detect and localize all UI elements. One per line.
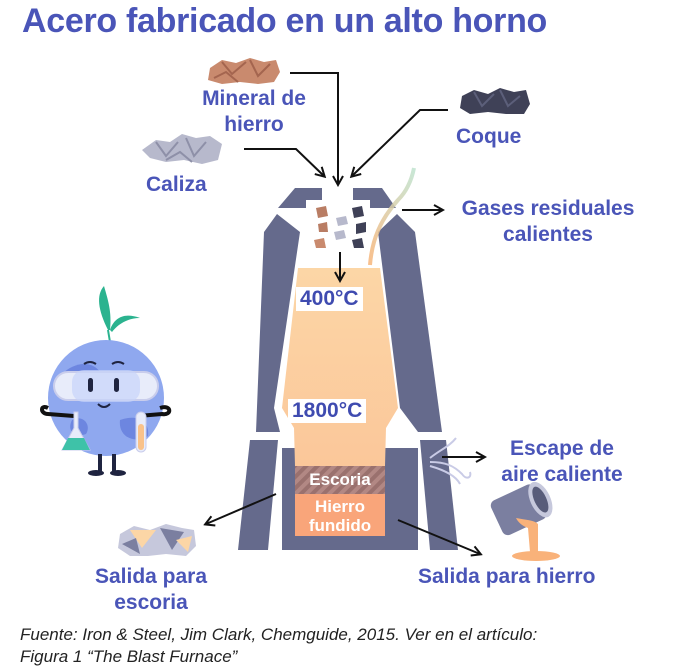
molten-iron-label: Hierro fundido — [295, 497, 385, 535]
iron-ore-label: Mineral de hierro — [186, 86, 322, 138]
charge-rocks — [314, 206, 366, 248]
waste-gas-plume — [368, 167, 416, 266]
iron-ore-label-line2: hierro — [224, 113, 284, 136]
iron-ore-label-line1: Mineral de — [202, 87, 306, 110]
source-caption: Fuente: Iron & Steel, Jim Clark, Chemgui… — [20, 624, 537, 668]
iron-ore-rocks-icon — [208, 58, 280, 84]
hot-air-label-line1: Escape de — [510, 437, 614, 460]
caption-line1: Fuente: Iron & Steel, Jim Clark, Chemgui… — [20, 625, 538, 644]
slag-rocks-icon — [118, 524, 196, 556]
slag-layer-label: Escoria — [309, 470, 371, 489]
slag-layer — [295, 466, 385, 494]
limestone-label: Caliza — [146, 173, 207, 196]
earth-mascot-illustration — [40, 286, 172, 476]
iron-exit-label: Salida para hierro — [418, 565, 596, 588]
temperature-400-label: 400°C — [296, 287, 363, 311]
limestone-rocks-icon — [142, 134, 222, 164]
slag-exit-label: Salida para escoria — [80, 564, 222, 616]
slag-exit-label-line2: escoria — [114, 591, 188, 614]
page-title: Acero fabricado en un alto horno — [22, 2, 548, 40]
pouring-crucible-icon — [490, 481, 560, 561]
molten-iron-layer — [295, 494, 385, 536]
molten-iron-label-line1: Hierro — [314, 497, 366, 516]
hot-air-label-line2: aire caliente — [501, 463, 623, 486]
slag-exit-label-line1: Salida para — [94, 565, 208, 588]
waste-gases-label-line2: calientes — [503, 223, 593, 246]
hot-air-swirl-icon — [429, 437, 472, 485]
caption-line2: Figura 1 “The Blast Furnace” — [20, 647, 238, 666]
waste-gases-label-line1: Gases residuales — [461, 197, 635, 220]
waste-gases-label: Gases residuales calientes — [452, 196, 644, 248]
molten-iron-label-line2: fundido — [308, 516, 372, 535]
coke-label: Coque — [456, 125, 522, 148]
hot-air-exhaust-label: Escape de aire caliente — [490, 436, 634, 488]
temperature-1800-label: 1800°C — [288, 399, 367, 423]
coke-rocks-icon — [460, 88, 530, 114]
